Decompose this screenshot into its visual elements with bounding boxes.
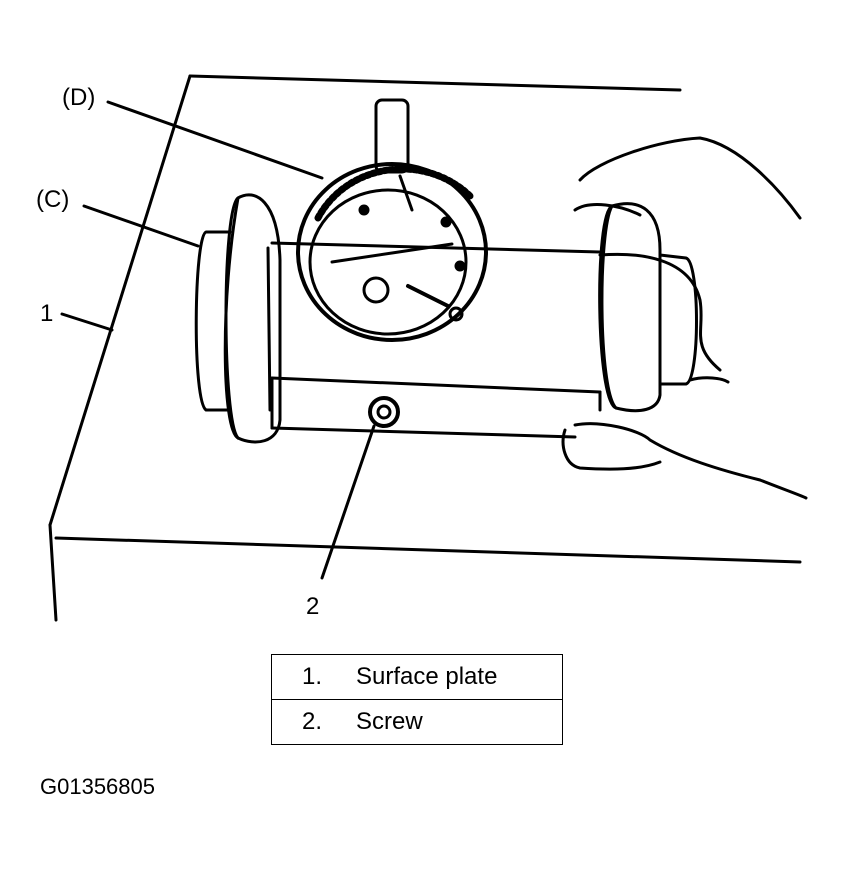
legend-row: 2. Screw xyxy=(271,699,563,745)
leader-1 xyxy=(60,312,114,332)
screw xyxy=(368,396,400,428)
legend-number: 1. xyxy=(301,663,322,690)
hand xyxy=(561,136,808,500)
leader-d xyxy=(106,100,324,180)
callout-c: (C) xyxy=(36,186,70,213)
legend-label: Screw xyxy=(356,708,423,735)
callout-1: 1 xyxy=(40,300,54,327)
gauge-body xyxy=(270,241,602,439)
dial-indicator xyxy=(296,98,488,342)
measurement-illustration xyxy=(48,74,808,622)
surface-plate xyxy=(48,74,802,622)
leader-lines xyxy=(60,100,376,580)
legend-row: 1. Surface plate xyxy=(271,654,563,700)
legend-table: 1. Surface plate 2. Screw xyxy=(271,654,563,745)
leader-2 xyxy=(320,424,376,580)
right-anvil xyxy=(598,202,698,413)
legend-label: Surface plate xyxy=(356,663,498,690)
callout-d: (D) xyxy=(62,84,96,111)
legend-number: 2. xyxy=(301,708,322,735)
left-anvil xyxy=(194,193,282,444)
leader-c xyxy=(82,204,200,248)
figure-id: G01356805 xyxy=(40,774,155,799)
callout-2: 2 xyxy=(306,593,320,620)
